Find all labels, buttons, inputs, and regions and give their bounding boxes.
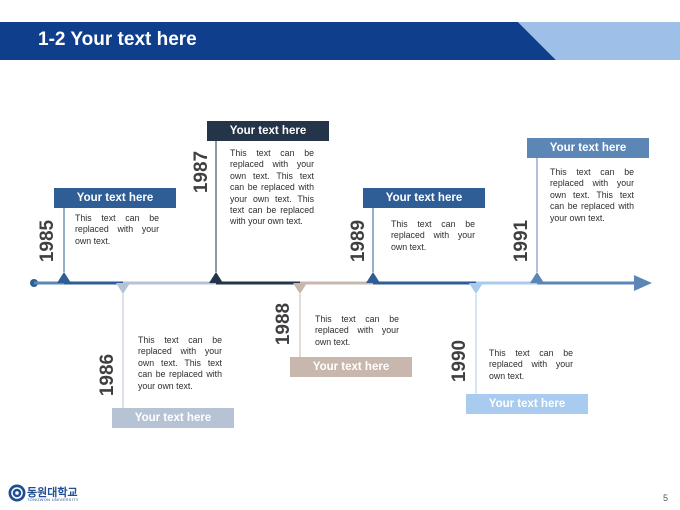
year-1987: 1987 — [191, 150, 212, 194]
year-1986: 1986 — [97, 353, 118, 397]
event-label-1988: Your text here — [290, 357, 412, 377]
university-logo-text: 동원대학교 — [27, 487, 78, 499]
page-number: 5 — [662, 493, 668, 503]
year-1990: 1990 — [449, 339, 470, 383]
event-text-1986: This text can be replaced with your own … — [138, 335, 222, 391]
university-logo-icon — [8, 484, 26, 502]
event-text-1990: This text can be replaced with your own … — [489, 348, 573, 381]
event-text-1987: This text can be replaced with your own … — [230, 148, 314, 227]
event-text-1985: This text can be replaced with your own … — [75, 213, 159, 246]
university-logo-subtext: TONGWON UNIVERSITY — [27, 497, 79, 502]
event-label-1989: Your text here — [363, 188, 485, 208]
event-label-1990: Your text here — [466, 394, 588, 414]
event-text-1989: This text can be replaced with your own … — [391, 219, 475, 252]
event-text-1988: This text can be replaced with your own … — [315, 314, 399, 347]
page-title: 1-2 Your text here — [38, 29, 197, 50]
event-label-1991: Your text here — [527, 138, 649, 158]
year-1991: 1991 — [511, 219, 532, 263]
year-1985: 1985 — [37, 219, 58, 263]
year-1989: 1989 — [348, 219, 369, 263]
event-text-1991: This text can be replaced with your own … — [550, 167, 634, 223]
event-label-1985: Your text here — [54, 188, 176, 208]
title-bar — [0, 22, 680, 60]
event-label-1986: Your text here — [112, 408, 234, 428]
year-1988: 1988 — [273, 302, 294, 346]
event-label-1987: Your text here — [207, 121, 329, 141]
